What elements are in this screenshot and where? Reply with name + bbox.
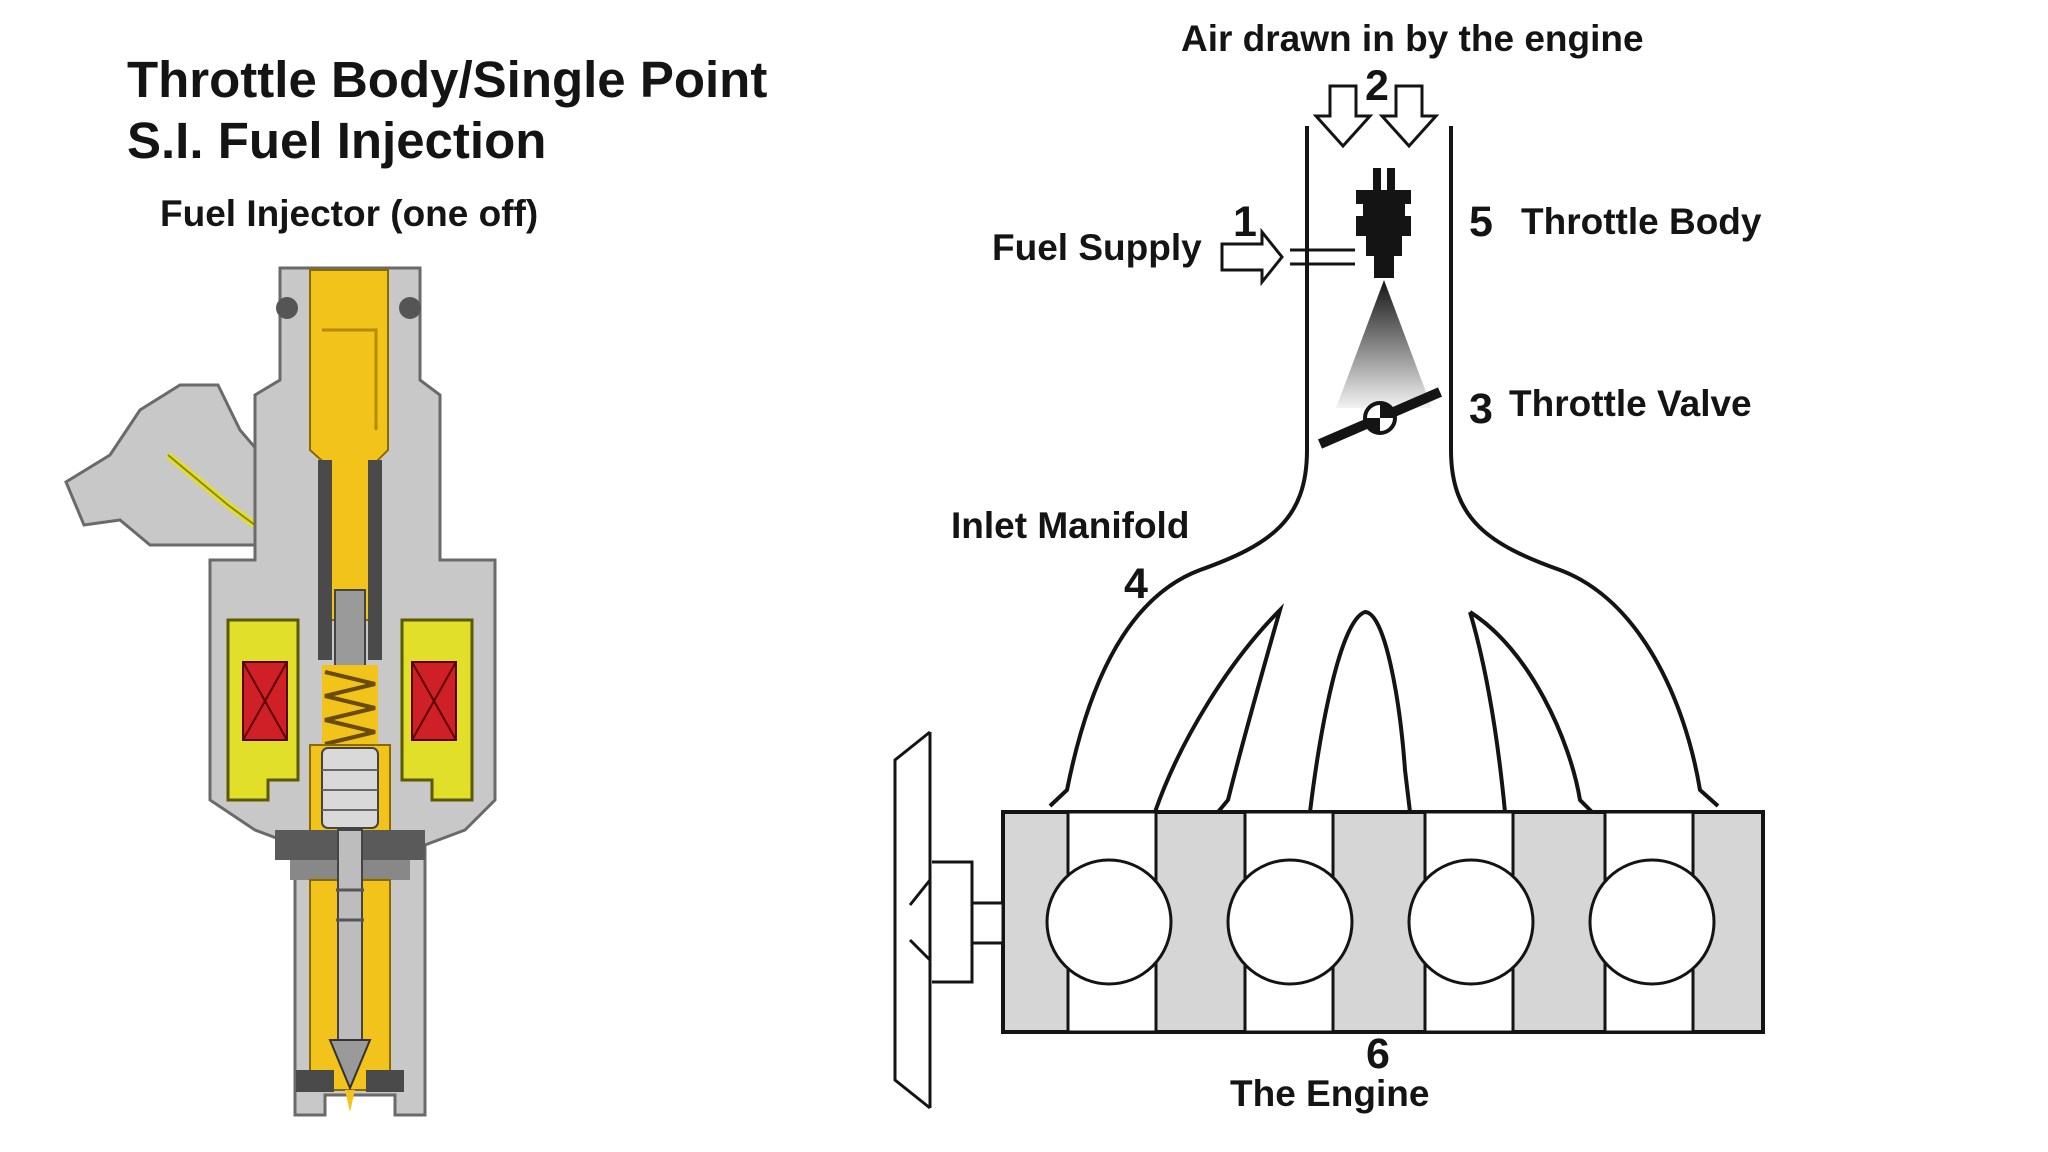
engine-pulley [932,860,974,984]
manifold-runner-3 [1468,610,1594,814]
engine-number: 6 [1366,1030,1390,1078]
manifold-runner-2 [1308,609,1412,813]
engine-shaft [970,901,1005,945]
coil-winding-right [411,661,457,741]
air-arrow-right [1378,84,1440,149]
air-intake-number: 2 [1365,62,1389,110]
injector-armature [321,747,379,829]
throttle-body-injector [1356,168,1411,278]
injector-housing [208,266,497,1117]
injector-needle [337,829,363,1041]
manifold-runner-1 [1153,603,1285,814]
coil-winding-left [242,661,288,741]
solenoid-coil-left [226,618,300,802]
throttle-body-label: Throttle Body [1521,201,1762,242]
inlet-manifold-label: Inlet Manifold [951,505,1190,546]
engine-block [1001,810,1765,1034]
diagram-title-line-2: S.I. Fuel Injection [127,112,547,169]
diagram-title-line-1: Throttle Body/Single Point [127,51,768,108]
solenoid-coil-right [400,618,474,802]
fuel-inlet-passage [309,269,389,621]
cylinder-4 [1588,858,1716,986]
throttle-valve-plate [1318,387,1442,449]
fuel-supply-number: 1 [1233,198,1257,246]
fuel-supply-label: Fuel Supply [992,227,1202,268]
cylinder-3 [1407,858,1535,986]
throttle-valve-label: Throttle Valve [1509,383,1752,424]
air-arrow-left [1312,84,1374,149]
injector-spring [324,670,376,746]
engine-label: The Engine [1230,1073,1430,1114]
inlet-manifold-number: 4 [1124,560,1148,608]
injector-caption: Fuel Injector (one off) [160,193,539,234]
throttle-valve-number: 3 [1469,385,1493,433]
cylinder-2 [1226,858,1354,986]
throttle-valve-spindle [1363,401,1397,435]
fuel-spray-cone [1336,280,1432,408]
engine-flywheel [893,730,932,1110]
cylinder-1 [1045,858,1173,986]
injector-electrical-connector [64,383,272,547]
connector-terminal [165,452,289,601]
air-intake-label: Air drawn in by the engine [1181,18,1644,59]
throttle-body-number: 5 [1469,198,1493,246]
